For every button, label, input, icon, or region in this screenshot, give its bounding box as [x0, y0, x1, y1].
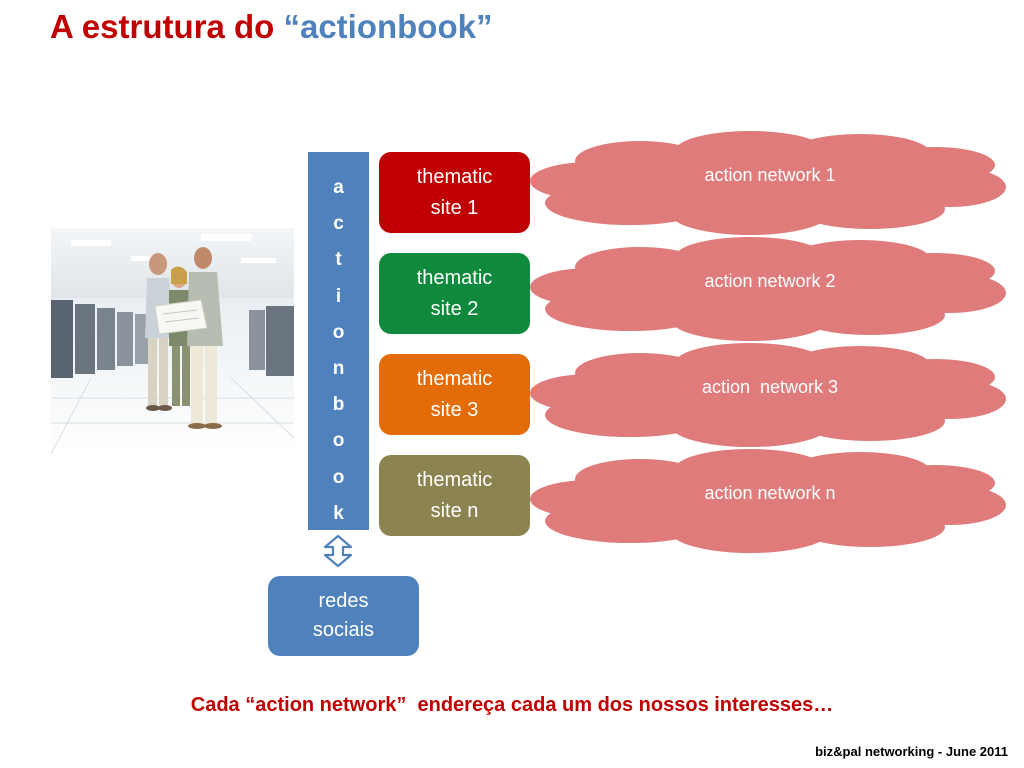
actionbook-letter: a — [333, 177, 344, 198]
actionbook-letter: o — [332, 466, 345, 488]
action-network-3-cloud: action network 3 — [530, 343, 1010, 449]
people-in-server-room-image — [51, 228, 294, 454]
title-prefix: A estrutura do — [50, 8, 284, 45]
action-network-label: action network 2 — [704, 271, 836, 291]
site-line2: site 1 — [430, 196, 479, 219]
site-line1: thematic — [416, 367, 493, 390]
thematic-site-n-box: thematic site n — [379, 455, 530, 536]
up-down-arrow-icon — [323, 534, 353, 568]
actionbook-letter: i — [335, 285, 342, 307]
cloud-icon — [530, 449, 1006, 553]
action-network-n-cloud: action network n — [530, 449, 1010, 555]
action-network-1-cloud: action network 1 — [530, 131, 1010, 237]
site-line1: thematic — [416, 266, 493, 289]
title-accent: “actionbook” — [283, 8, 493, 45]
actionbook-letter: b — [332, 394, 345, 416]
thematic-site-1-box: thematic site 1 — [379, 152, 530, 233]
site-line2: site n — [430, 499, 479, 522]
page-title: A estrutura do “actionbook” — [50, 8, 492, 46]
actionbook-letter: c — [333, 213, 344, 235]
redes-line2: sociais — [312, 619, 375, 641]
thematic-site-3-box: thematic site 3 — [379, 354, 530, 435]
redes-line1: redes — [318, 590, 369, 612]
actionbook-letter: o — [332, 430, 345, 452]
actionbook-letter: o — [332, 321, 345, 343]
site-line1: thematic — [416, 165, 493, 188]
action-network-2-cloud: action network 2 — [530, 237, 1010, 343]
action-network-label: action network n — [704, 483, 836, 503]
actionbook-letter: t — [335, 249, 342, 271]
action-network-label: action network 1 — [704, 165, 836, 185]
actionbook-bar: a c t i o n b o o k — [308, 152, 369, 530]
redes-sociais-box: redes sociais — [268, 576, 419, 656]
cloud-icon — [530, 343, 1006, 447]
site-line2: site 2 — [430, 297, 479, 320]
actionbook-letter: k — [333, 502, 344, 524]
caption-text: Cada “action network” endereça cada um d… — [190, 694, 834, 716]
site-line2: site 3 — [430, 398, 479, 421]
cloud-icon — [530, 131, 1006, 235]
footer-text: biz&pal networking - June 2011 — [815, 744, 1008, 759]
actionbook-letter: n — [332, 358, 345, 380]
site-line1: thematic — [416, 468, 493, 491]
cloud-icon — [530, 237, 1006, 341]
action-network-label: action network 3 — [701, 377, 839, 397]
thematic-site-2-box: thematic site 2 — [379, 253, 530, 334]
